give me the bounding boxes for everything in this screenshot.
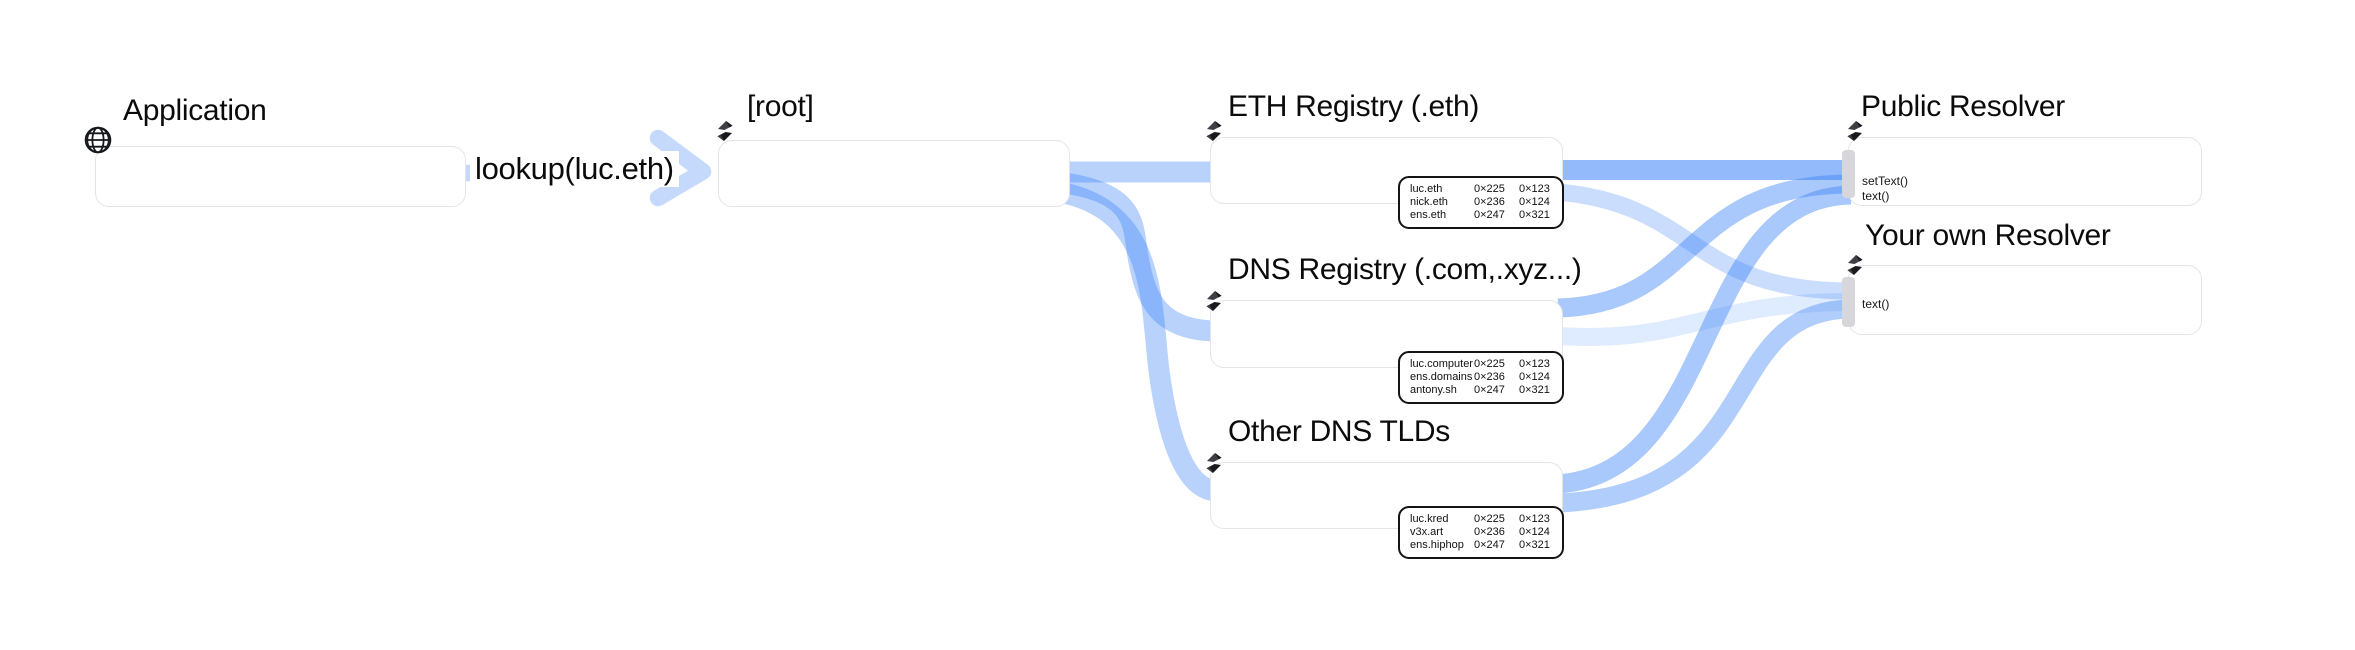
ens-icon [1845, 253, 1865, 277]
record-row: antony.sh 0×247 0×321 [1410, 384, 1558, 397]
edge-dns-your-resolver [1557, 293, 1852, 346]
record-cell: v3x.art [1410, 526, 1444, 538]
public-resolver-port [1842, 150, 1855, 198]
record-cell: ens.eth [1410, 209, 1447, 221]
edge-root-dns-registry [1062, 172, 1219, 342]
application-node[interactable] [95, 146, 466, 207]
record-cell: 0×247 [1474, 384, 1505, 396]
record-cell: ens.hiphop [1410, 539, 1464, 551]
root-node[interactable] [718, 140, 1070, 207]
record-cell: 0×123 [1519, 183, 1550, 195]
ens-icon [1204, 289, 1224, 313]
record-cell: luc.eth [1410, 183, 1443, 195]
record-cell: 0×321 [1519, 384, 1550, 396]
method-text: text() [1862, 297, 1890, 311]
record-row: luc.kred 0×225 0×123 [1410, 513, 1558, 526]
record-row: ens.eth 0×247 0×321 [1410, 209, 1558, 222]
your-resolver-port [1842, 277, 1855, 327]
your-resolver-methods: text() [1862, 297, 1889, 312]
ens-icon [1845, 119, 1865, 143]
record-row: v3x.art 0×236 0×124 [1410, 526, 1558, 539]
application-label: Application [123, 94, 267, 127]
other-tlds-label: Other DNS TLDs [1228, 415, 1450, 448]
dns-registry-node[interactable] [1210, 300, 1563, 368]
record-cell: 0×225 [1474, 183, 1505, 195]
record-cell: 0×247 [1474, 209, 1505, 221]
record-cell: 0×236 [1474, 196, 1505, 208]
record-cell: 0×124 [1519, 526, 1550, 538]
record-cell: 0×236 [1474, 526, 1505, 538]
record-cell: 0×321 [1519, 209, 1550, 221]
record-cell: 0×225 [1474, 358, 1505, 370]
ens-icon [715, 119, 735, 143]
edge-other-public-resolver [1557, 185, 1852, 494]
method-text: text() [1862, 189, 1890, 203]
edge-dns-public-resolver [1557, 174, 1852, 318]
record-cell: 0×124 [1519, 371, 1550, 383]
record-cell: luc.computer [1410, 358, 1473, 370]
eth-registry-label: ETH Registry (.eth) [1228, 90, 1480, 123]
record-cell: ens.domains [1410, 371, 1473, 383]
record-cell: 0×123 [1519, 358, 1550, 370]
record-row: ens.hiphop 0×247 0×321 [1410, 539, 1558, 552]
public-resolver-methods: setText() text() [1862, 174, 1908, 204]
record-cell: 0×123 [1519, 513, 1550, 525]
record-cell: antony.sh [1410, 384, 1457, 396]
root-label: [root] [747, 90, 814, 123]
record-cell: luc.kred [1410, 513, 1449, 525]
public-resolver-label: Public Resolver [1861, 90, 2065, 123]
record-cell: nick.eth [1410, 196, 1448, 208]
record-row: nick.eth 0×236 0×124 [1410, 196, 1558, 209]
edge-eth-your-resolver [1557, 183, 1852, 300]
record-cell: 0×124 [1519, 196, 1550, 208]
ens-icon [1204, 451, 1224, 475]
lookup-call-label: lookup(luc.eth) [470, 151, 679, 187]
record-cell: 0×321 [1519, 539, 1550, 551]
record-cell: 0×236 [1474, 371, 1505, 383]
globe-icon [83, 125, 113, 155]
record-cell: 0×225 [1474, 513, 1505, 525]
method-settext: setText() [1862, 174, 1909, 188]
record-row: luc.eth 0×225 0×123 [1410, 183, 1558, 196]
ens-icon [1204, 119, 1224, 143]
dns-registry-label: DNS Registry (.com,.xyz...) [1228, 253, 1582, 286]
your-resolver-node[interactable] [1848, 265, 2202, 335]
public-resolver-node[interactable] [1848, 137, 2202, 206]
your-resolver-label: Your own Resolver [1865, 219, 2111, 252]
edge-root-other-tlds [1061, 182, 1220, 502]
edge-other-your-resolver [1557, 299, 1852, 513]
record-cell: 0×247 [1474, 539, 1505, 551]
